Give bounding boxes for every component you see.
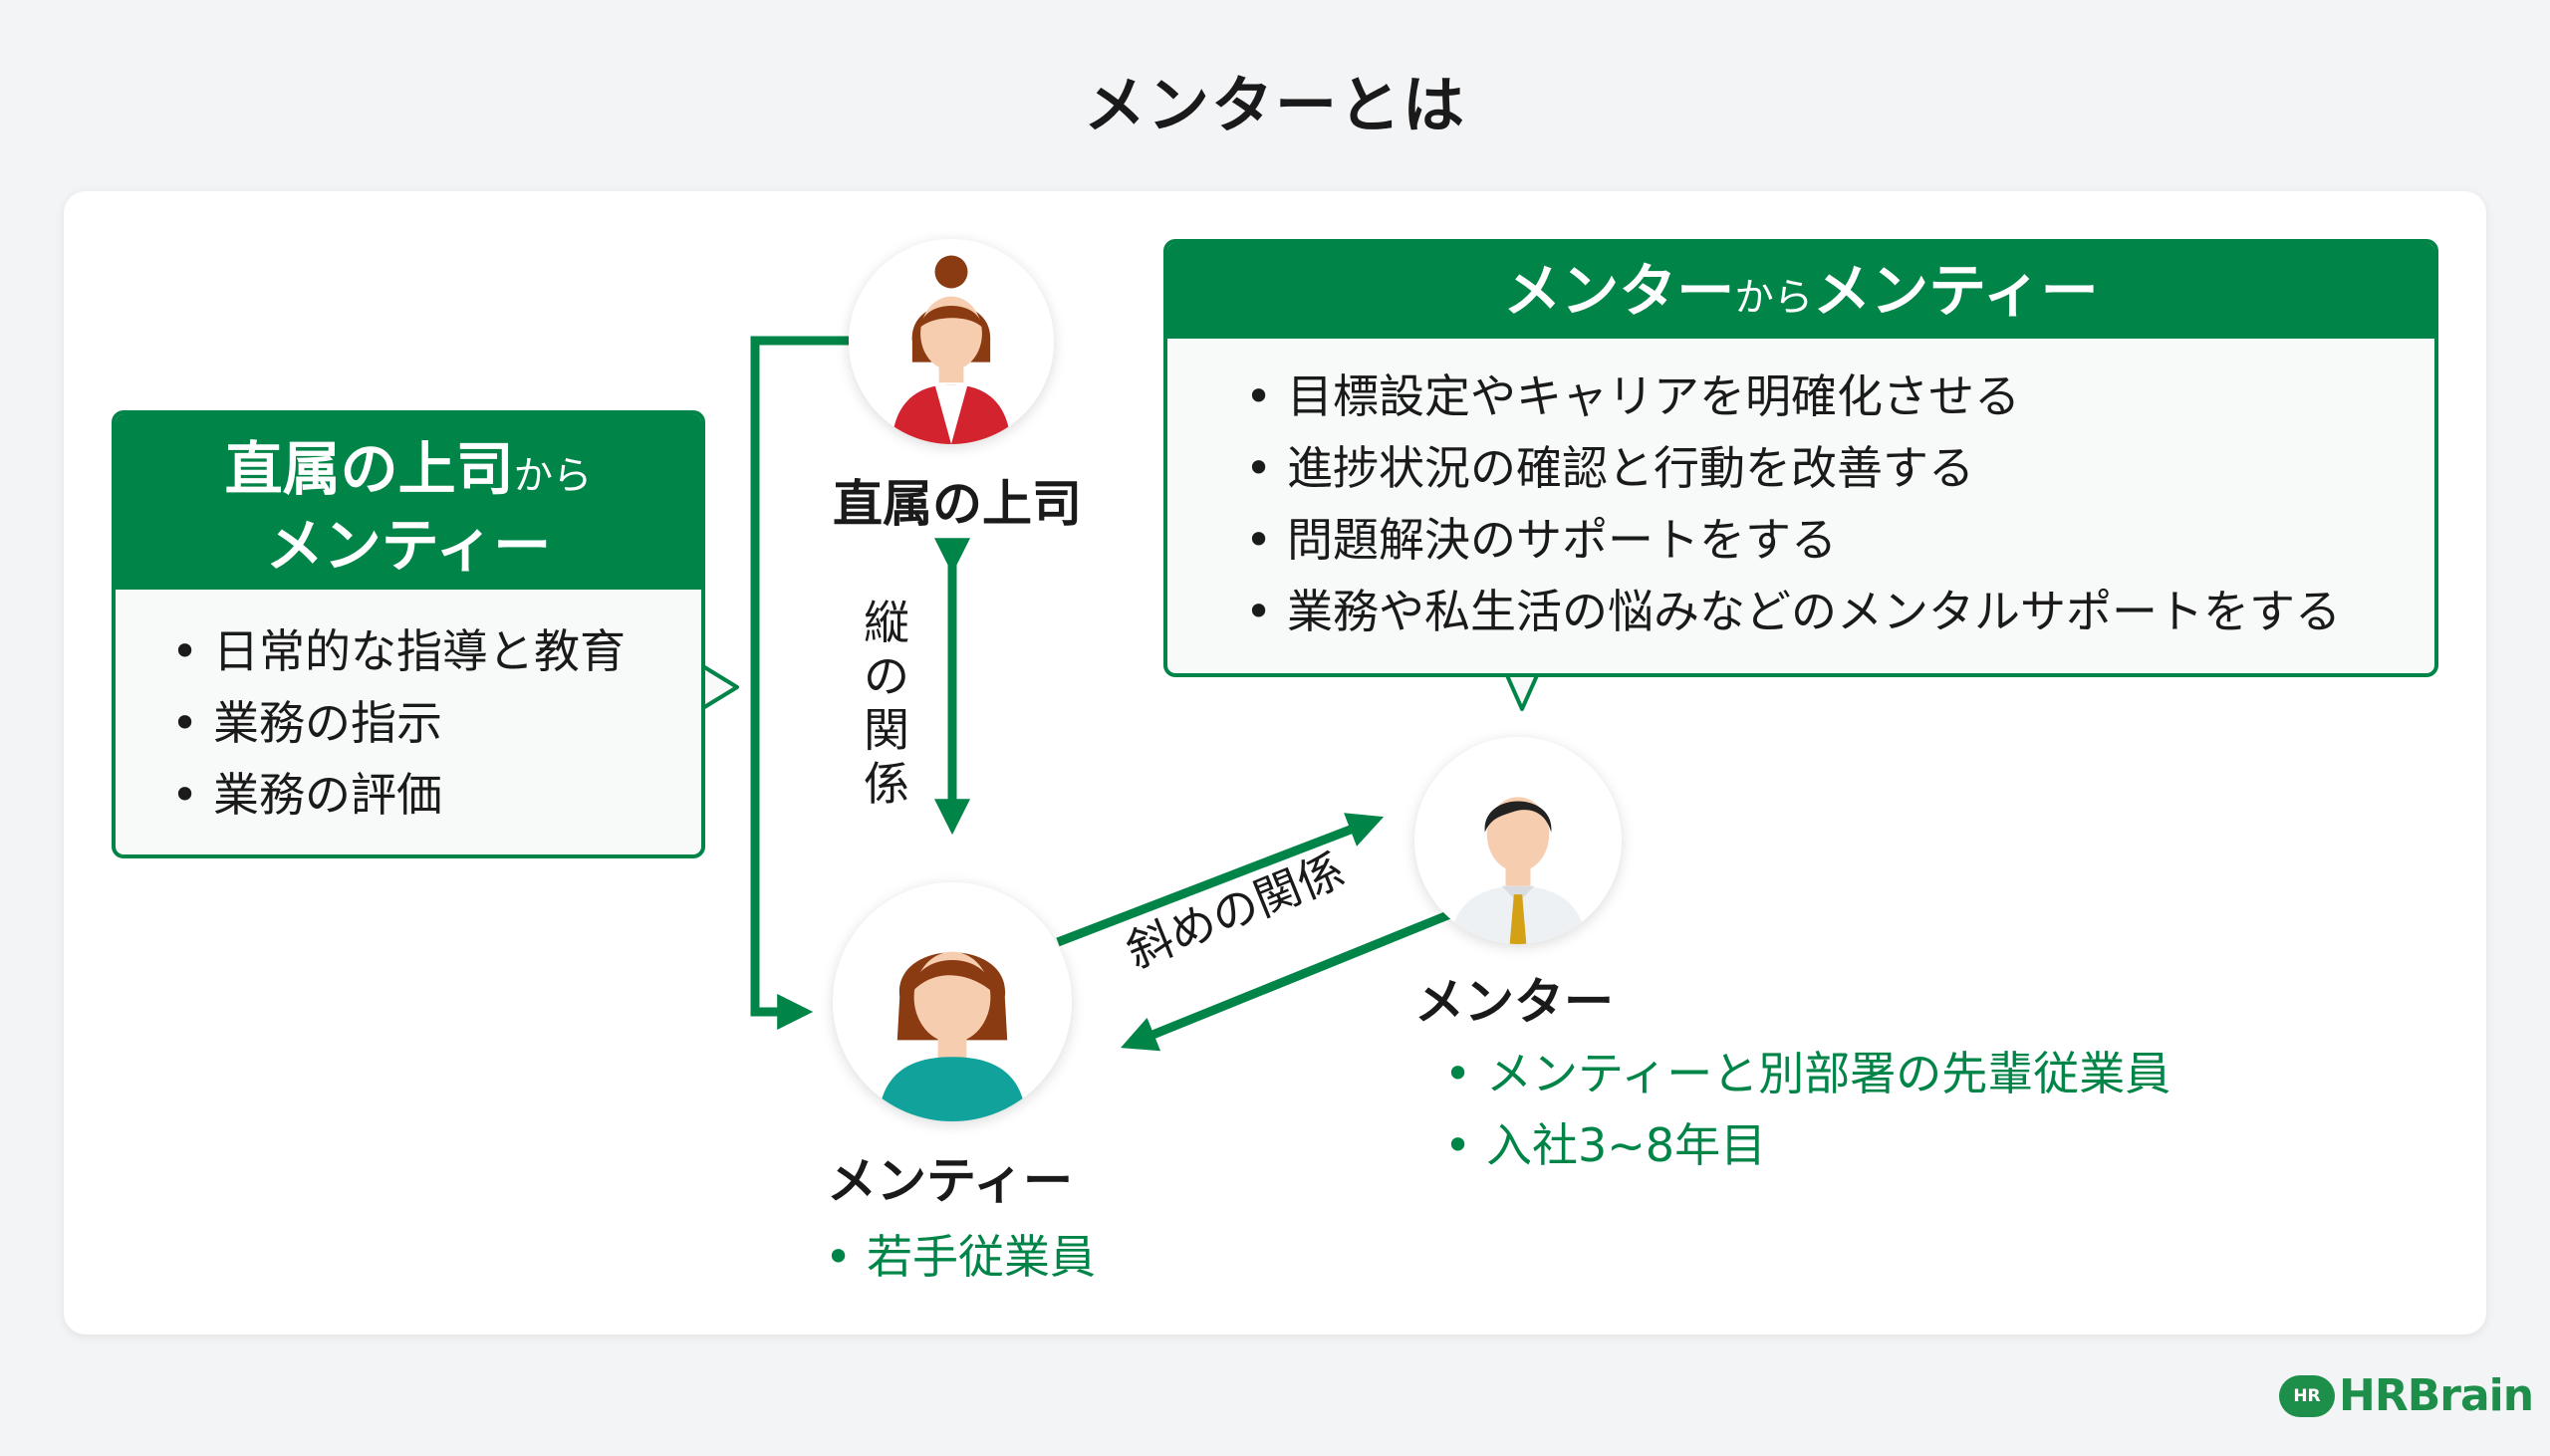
page-title: メンターとは bbox=[1083, 69, 1466, 141]
boss-label: 直属の上司 bbox=[833, 475, 1082, 533]
list-item: 入社3~8年目 bbox=[1438, 1109, 2170, 1181]
logo-badge-icon: HR bbox=[2279, 1374, 2335, 1417]
list-item: 業務や私生活の悩みなどのメンタルサポートをする bbox=[1239, 576, 2434, 647]
list-item: 進捗状況の確認と行動を改善する bbox=[1239, 432, 2434, 504]
hrbrain-logo: HR HRBrain bbox=[2279, 1370, 2534, 1421]
boss-to-mentee-arrow bbox=[750, 336, 849, 1030]
mentor-avatar-icon bbox=[1414, 737, 1622, 944]
mentor-details-list: メンティーと別部署の先輩従業員 入社3~8年目 bbox=[1438, 1038, 2170, 1181]
list-item: 日常的な指導と教育 bbox=[165, 615, 701, 687]
list-item: メンティーと別部署の先輩従業員 bbox=[1438, 1038, 2170, 1109]
box-left-pointer bbox=[699, 663, 739, 711]
list-item: 業務の評価 bbox=[165, 759, 701, 831]
vertical-char: 関 bbox=[864, 703, 909, 757]
mentor-to-mentee-arrow bbox=[1120, 909, 1452, 1052]
mentor-label: メンター bbox=[1414, 973, 1614, 1031]
list-item: 若手従業員 bbox=[819, 1221, 1096, 1293]
boss-box-heading: 直属の上司から メンティー bbox=[116, 414, 701, 590]
mentor-to-mentee-box: メンターからメンティー 目標設定やキャリアを明確化させる 進捗状況の確認と行動を… bbox=[1163, 239, 2438, 677]
mentor-box-heading-b: メンティー bbox=[1813, 257, 2099, 325]
mentee-avatar-icon bbox=[833, 882, 1072, 1121]
boss-to-mentee-box: 直属の上司から メンティー 日常的な指導と教育 業務の指示 業務の評価 bbox=[112, 410, 705, 858]
mentee-details-list: 若手従業員 bbox=[819, 1221, 1096, 1293]
mentor-duties-list: 目標設定やキャリアを明確化させる 進捗状況の確認と行動を改善する 問題解決のサポ… bbox=[1167, 339, 2434, 647]
logo-text: HRBrain bbox=[2339, 1370, 2534, 1421]
mentee-to-mentor-arrow bbox=[1056, 813, 1385, 947]
boss-box-heading-small: から bbox=[513, 453, 593, 499]
list-item: 問題解決のサポートをする bbox=[1239, 504, 2434, 576]
mentor-box-heading-small: から bbox=[1734, 275, 1814, 321]
boss-duties-list: 日常的な指導と教育 業務の指示 業務の評価 bbox=[116, 590, 701, 831]
vertical-char: の bbox=[864, 649, 909, 703]
mentee-label: メンティー bbox=[827, 1152, 1073, 1210]
mentor-box-heading: メンターからメンティー bbox=[1167, 243, 2434, 339]
vertical-relation-label: 縦 の 関 係 bbox=[857, 596, 916, 811]
vertical-char: 係 bbox=[864, 757, 909, 811]
boss-box-heading-main: 直属の上司 bbox=[224, 435, 514, 503]
list-item: 目標設定やキャリアを明確化させる bbox=[1239, 361, 2434, 432]
mentor-box-pointer bbox=[1504, 672, 1540, 711]
boss-box-heading-line2: メンティー bbox=[265, 512, 552, 580]
vertical-char: 縦 bbox=[864, 596, 909, 649]
boss-avatar-icon bbox=[849, 239, 1054, 444]
mentor-box-heading-a: メンター bbox=[1503, 257, 1735, 325]
list-item: 業務の指示 bbox=[165, 687, 701, 759]
